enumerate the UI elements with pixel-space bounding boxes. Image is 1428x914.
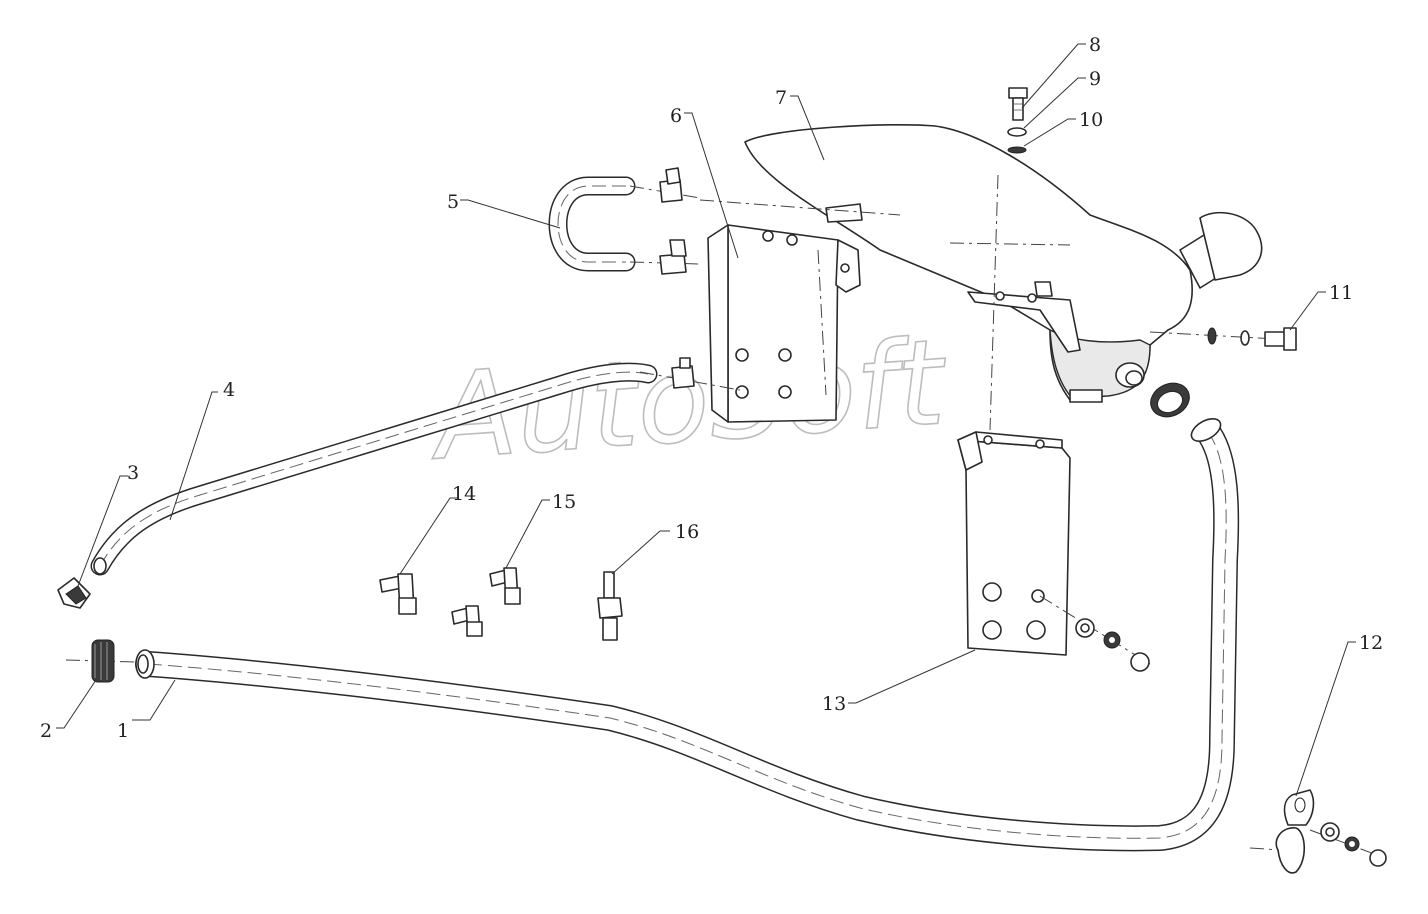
callout-12: 12 — [1359, 632, 1383, 654]
part-14-elbow-fitting-second — [451, 605, 483, 637]
callout-2: 2 — [40, 720, 52, 742]
part-12-hose-bracket — [1249, 789, 1387, 874]
callout-3: 3 — [127, 462, 139, 484]
part-14-elbow-fitting — [379, 573, 417, 615]
callout-5: 5 — [447, 191, 459, 213]
callout-7: 7 — [775, 87, 787, 109]
callout-4: 4 — [223, 379, 235, 401]
callout-labels: 1 2 3 4 5 6 7 8 9 10 11 12 13 14 15 16 — [40, 34, 1383, 742]
part-1-main-hose — [135, 418, 1240, 852]
part-8-bolt — [1008, 87, 1028, 121]
part-7-expansion-tank — [699, 123, 1263, 431]
callout-14: 14 — [452, 483, 476, 505]
callout-6: 6 — [670, 105, 682, 127]
callout-11: 11 — [1329, 282, 1353, 304]
callout-1: 1 — [117, 720, 129, 742]
callout-10: 10 — [1079, 109, 1103, 131]
callout-8: 8 — [1089, 34, 1101, 56]
leader-lines — [56, 43, 1356, 797]
callout-15: 15 — [552, 491, 576, 513]
part-15-elbow-fitting — [489, 567, 521, 605]
part-3-elbow-fitting — [57, 577, 91, 609]
part-13-lower-bracket — [957, 431, 1151, 672]
part-2-hose-clamp — [65, 639, 136, 683]
outlet-hose-clamp — [1150, 382, 1190, 418]
part-5-u-hose — [548, 167, 701, 275]
part-9-washer — [1007, 127, 1027, 137]
callout-13: 13 — [822, 693, 846, 715]
callout-9: 9 — [1089, 68, 1101, 90]
part-10-lock-washer — [1007, 146, 1027, 154]
part-4-thin-hose — [90, 362, 658, 576]
part-6-upper-bracket — [639, 224, 861, 423]
part-11-bolt-set — [1149, 327, 1297, 351]
part-16-straight-fitting — [597, 571, 623, 641]
callout-16: 16 — [675, 521, 699, 543]
